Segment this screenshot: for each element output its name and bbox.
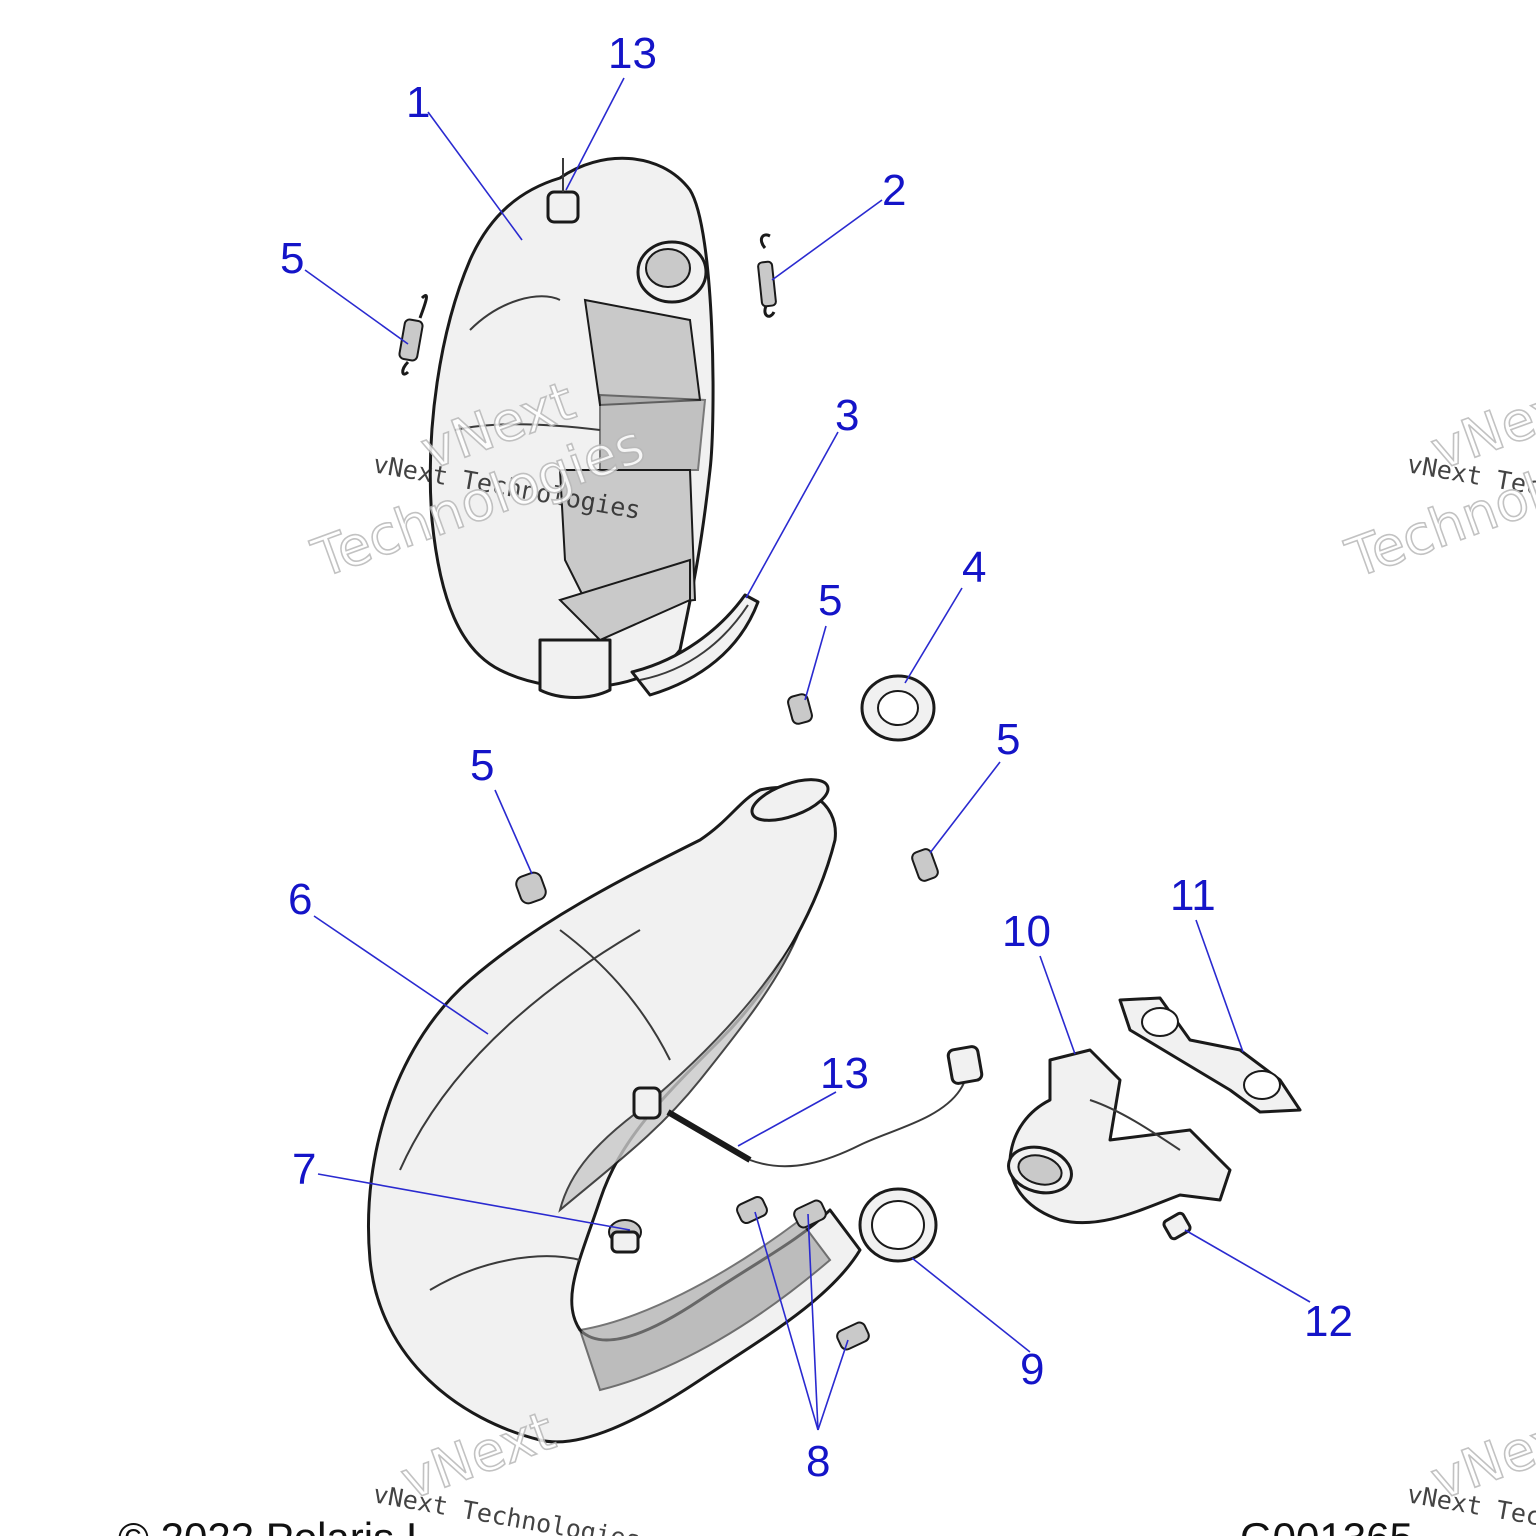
part-4-gasket <box>860 674 936 742</box>
callout-5-left: 5 <box>470 741 494 790</box>
part-3-heat-shield <box>630 593 760 697</box>
copyright-text: © 2022 Polaris I... <box>118 1514 452 1536</box>
part-10-manifold <box>1007 1048 1232 1225</box>
callout-11: 11 <box>1170 871 1216 920</box>
part-5-spring-d <box>911 848 939 882</box>
callout-13-sensor: 13 <box>820 1049 869 1098</box>
part-11-gasket <box>1118 996 1302 1114</box>
part-8-spring-a <box>736 1195 768 1225</box>
callout-5-center: 5 <box>818 576 842 625</box>
part-6-expansion-pipe <box>366 778 862 1444</box>
callout-1: 1 <box>406 78 430 127</box>
callout-5-right: 5 <box>996 715 1020 764</box>
part-13-sensor <box>666 1045 984 1168</box>
leader-lines <box>304 77 1311 1431</box>
callout-3: 3 <box>835 391 859 440</box>
part-5-spring-c <box>515 871 547 905</box>
callout-6: 6 <box>288 875 312 924</box>
callout-numbers: 1 2 3 4 5 5 5 5 6 7 8 9 10 11 12 13 13 <box>280 29 1353 1486</box>
callout-4: 4 <box>962 543 986 592</box>
callout-13-top: 13 <box>608 29 657 78</box>
callout-5-upper-left: 5 <box>280 234 304 283</box>
callout-10: 10 <box>1002 907 1051 956</box>
part-5-spring-a <box>398 294 428 376</box>
watermark-big-a-bottom-right: vNext <box>1423 1399 1536 1512</box>
part-9-clamp <box>858 1187 938 1263</box>
footer: © 2022 Polaris I... G001365... <box>118 1514 1448 1536</box>
part-2-spring <box>757 233 777 318</box>
part-12-bolt <box>1162 1211 1192 1241</box>
callout-2: 2 <box>882 166 906 215</box>
part-8-spring-c <box>836 1321 870 1351</box>
callout-9: 9 <box>1020 1345 1044 1394</box>
part-5-spring-b <box>787 693 813 725</box>
part-1-muffler <box>428 156 715 699</box>
figure-code: G001365... <box>1240 1514 1448 1536</box>
callout-7: 7 <box>292 1145 316 1194</box>
callout-8: 8 <box>806 1437 830 1486</box>
part-8-spring-b <box>793 1199 827 1229</box>
callout-12: 12 <box>1304 1297 1353 1346</box>
part-7-plug <box>608 1219 642 1254</box>
